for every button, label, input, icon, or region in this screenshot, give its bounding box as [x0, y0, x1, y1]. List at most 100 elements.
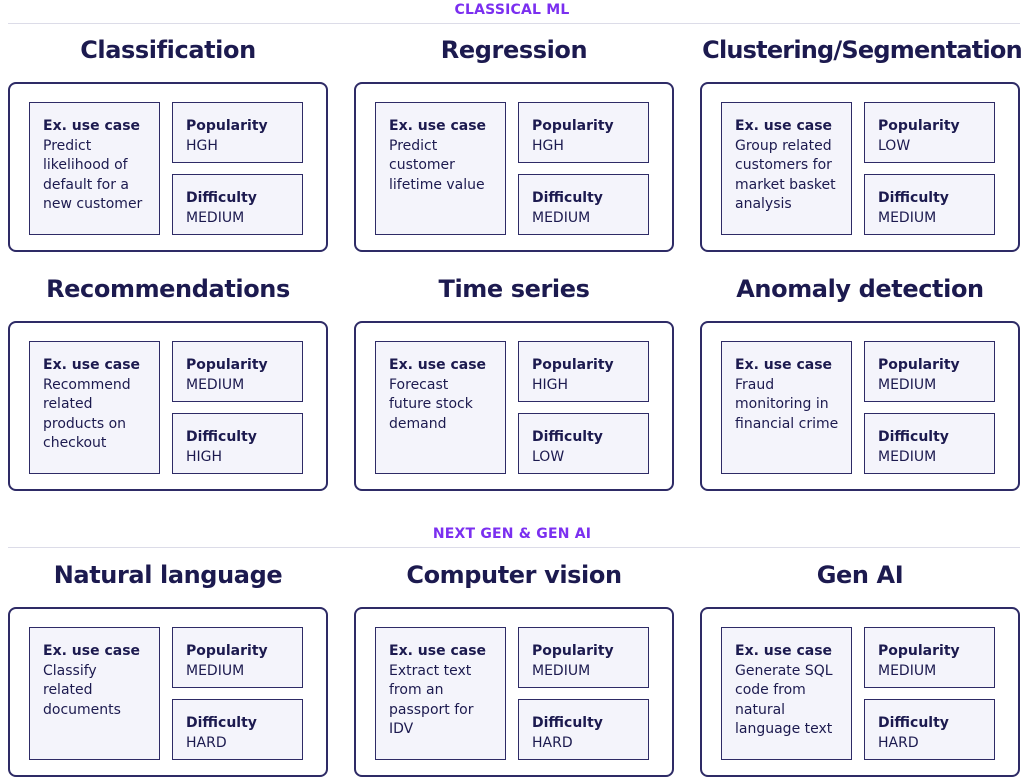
popularity-value: HIGH [532, 376, 569, 393]
difficulty-value: HARD [186, 734, 227, 751]
popularity-heading: Popularity [186, 643, 268, 659]
use-case-box: Ex. use case Extract text from an passpo… [375, 627, 506, 760]
popularity-box: Popularity HIGH [518, 341, 649, 402]
use-case-box: Ex. use case Group related customers for… [721, 102, 852, 235]
difficulty-value: MEDIUM [186, 209, 245, 226]
card-title: Clustering/Segmentation [702, 36, 1023, 64]
popularity-box: Popularity MEDIUM [864, 627, 995, 688]
popularity-heading: Popularity [532, 357, 614, 373]
popularity-heading: Popularity [878, 357, 960, 373]
popularity-value: MEDIUM [878, 376, 937, 393]
card-frame: Ex. use case Predict likelihood of defau… [8, 82, 328, 252]
use-case-heading: Ex. use case [389, 357, 487, 373]
difficulty-value: HIGH [186, 448, 223, 465]
difficulty-value: LOW [532, 448, 565, 465]
use-case-heading: Ex. use case [735, 357, 833, 373]
popularity-value: HGH [186, 137, 218, 154]
section-label: CLASSICAL ML [454, 2, 570, 18]
difficulty-box: Difficulty HARD [172, 699, 303, 760]
difficulty-heading: Difficulty [878, 190, 949, 206]
popularity-box: Popularity MEDIUM [172, 341, 303, 402]
difficulty-heading: Difficulty [878, 429, 949, 445]
difficulty-box: Difficulty HIGH [172, 413, 303, 474]
use-case-text: Predict likelihood of default for a new … [43, 137, 143, 213]
difficulty-box: Difficulty HARD [864, 699, 995, 760]
popularity-box: Popularity MEDIUM [864, 341, 995, 402]
popularity-value: MEDIUM [532, 662, 591, 679]
popularity-value: MEDIUM [186, 376, 245, 393]
popularity-box: Popularity HGH [518, 102, 649, 163]
card-title: Time series [438, 275, 590, 303]
difficulty-box: Difficulty HARD [518, 699, 649, 760]
difficulty-heading: Difficulty [532, 429, 603, 445]
use-case-heading: Ex. use case [43, 643, 141, 659]
difficulty-box: Difficulty MEDIUM [172, 174, 303, 235]
card-title: Regression [440, 36, 588, 64]
popularity-value: LOW [878, 137, 911, 154]
difficulty-value: MEDIUM [532, 209, 591, 226]
card-frame: Ex. use case Extract text from an passpo… [354, 607, 674, 777]
popularity-value: MEDIUM [878, 662, 937, 679]
use-case-heading: Ex. use case [389, 643, 487, 659]
use-case-text: Extract text from an passport for IDV [389, 662, 474, 738]
difficulty-heading: Difficulty [532, 190, 603, 206]
popularity-heading: Popularity [878, 118, 960, 134]
popularity-heading: Popularity [532, 643, 614, 659]
use-case-text: Predict customer lifetime value [389, 137, 485, 193]
card-frame: Ex. use case Forecast future stock deman… [354, 321, 674, 491]
use-case-box: Ex. use case Recommend related products … [29, 341, 160, 474]
difficulty-heading: Difficulty [186, 429, 257, 445]
difficulty-heading: Difficulty [186, 715, 257, 731]
popularity-box: Popularity MEDIUM [518, 627, 649, 688]
card-title: Anomaly detection [736, 275, 984, 303]
card-title: Gen AI [816, 561, 904, 589]
use-case-box: Ex. use case Fraud monitoring in financi… [721, 341, 852, 474]
popularity-heading: Popularity [878, 643, 960, 659]
card-frame: Ex. use case Recommend related products … [8, 321, 328, 491]
popularity-heading: Popularity [532, 118, 614, 134]
use-case-heading: Ex. use case [389, 118, 487, 134]
use-case-heading: Ex. use case [43, 357, 141, 373]
use-case-text: Forecast future stock demand [389, 376, 473, 432]
use-case-text: Generate SQL code from natural language … [735, 662, 833, 738]
section-label: NEXT GEN & GEN AI [432, 526, 592, 542]
difficulty-value: MEDIUM [878, 448, 937, 465]
difficulty-box: Difficulty MEDIUM [518, 174, 649, 235]
card-title: Computer vision [406, 561, 622, 589]
difficulty-value: HARD [878, 734, 919, 751]
use-case-text: Classify related documents [43, 662, 121, 718]
use-case-box: Ex. use case Forecast future stock deman… [375, 341, 506, 474]
difficulty-heading: Difficulty [186, 190, 257, 206]
difficulty-heading: Difficulty [878, 715, 949, 731]
card-frame: Ex. use case Classify related documents … [8, 607, 328, 777]
section-divider [8, 23, 1020, 24]
card-frame: Ex. use case Fraud monitoring in financi… [700, 321, 1020, 491]
use-case-box: Ex. use case Predict likelihood of defau… [29, 102, 160, 235]
use-case-text: Recommend related products on checkout [43, 376, 131, 452]
use-case-box: Ex. use case Generate SQL code from natu… [721, 627, 852, 760]
popularity-value: HGH [532, 137, 564, 154]
difficulty-box: Difficulty LOW [518, 413, 649, 474]
popularity-heading: Popularity [186, 357, 268, 373]
card-frame: Ex. use case Group related customers for… [700, 82, 1020, 252]
card-title: Recommendations [46, 275, 290, 303]
section-divider [8, 547, 1020, 548]
use-case-heading: Ex. use case [735, 643, 833, 659]
use-case-box: Ex. use case Predict customer lifetime v… [375, 102, 506, 235]
use-case-text: Fraud monitoring in financial crime [735, 376, 839, 432]
use-case-text: Group related customers for market baske… [735, 137, 836, 213]
card-title: Natural language [53, 561, 283, 589]
use-case-box: Ex. use case Classify related documents [29, 627, 160, 760]
difficulty-box: Difficulty MEDIUM [864, 174, 995, 235]
use-case-heading: Ex. use case [43, 118, 141, 134]
difficulty-box: Difficulty MEDIUM [864, 413, 995, 474]
popularity-box: Popularity LOW [864, 102, 995, 163]
card-title: Classification [80, 36, 256, 64]
popularity-box: Popularity MEDIUM [172, 627, 303, 688]
difficulty-value: HARD [532, 734, 573, 751]
popularity-box: Popularity HGH [172, 102, 303, 163]
use-case-heading: Ex. use case [735, 118, 833, 134]
card-frame: Ex. use case Predict customer lifetime v… [354, 82, 674, 252]
popularity-value: MEDIUM [186, 662, 245, 679]
card-frame: Ex. use case Generate SQL code from natu… [700, 607, 1020, 777]
